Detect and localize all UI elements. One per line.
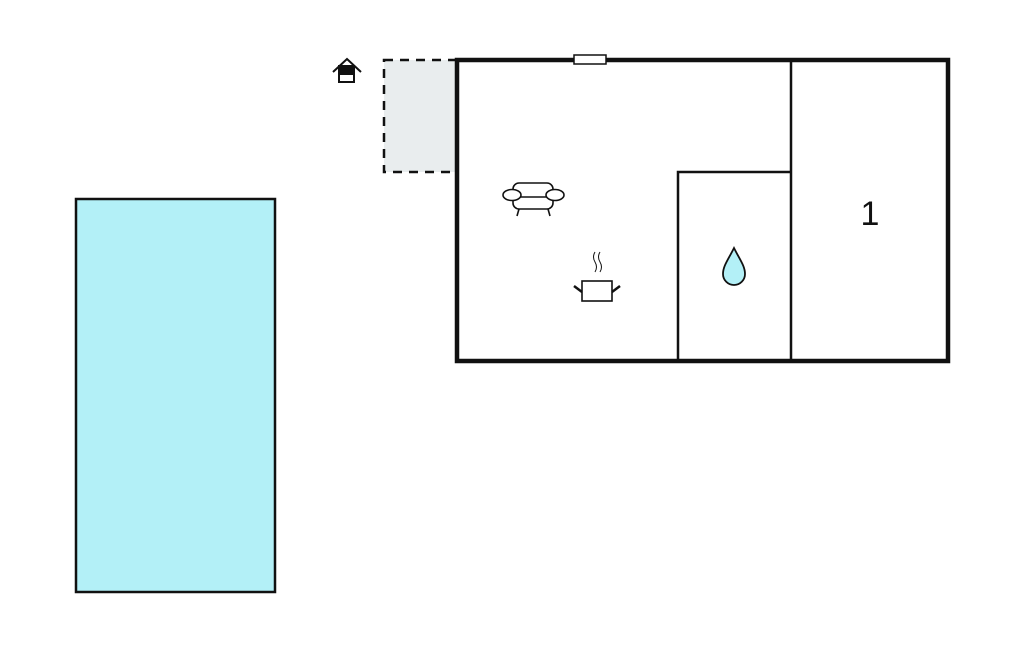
terrace — [382, 58, 459, 174]
house-entrance-icon — [332, 57, 362, 83]
pool — [74, 197, 277, 594]
sofa-icon — [502, 182, 565, 217]
house-outer-wall — [454, 57, 951, 364]
window-icon — [573, 54, 607, 65]
water-drop-icon — [722, 245, 746, 286]
room-label: 1 — [861, 195, 880, 233]
bathroom-wall — [676, 170, 791, 361]
cooking-pot-icon — [573, 251, 621, 302]
